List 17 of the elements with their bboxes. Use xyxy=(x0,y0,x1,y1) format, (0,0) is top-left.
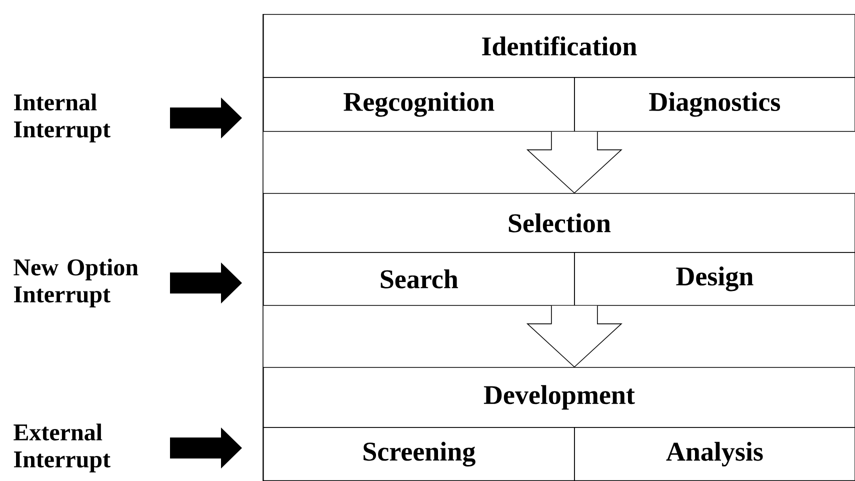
stage-header-box: Identification xyxy=(263,14,855,78)
hollow-arrow xyxy=(526,131,622,194)
stage-header-box: Development xyxy=(263,367,855,428)
interrupt-label: Internal Interrupt xyxy=(14,94,110,142)
hollow-arrow xyxy=(526,305,622,368)
block-arrow xyxy=(170,98,242,138)
block-arrow xyxy=(170,428,242,468)
activity-box: Diagnostics xyxy=(574,77,855,132)
interrupt-label: External Interrupt xyxy=(14,424,110,472)
activity-box: Analysis xyxy=(574,427,855,481)
block-arrow xyxy=(170,262,242,304)
stage-header-box: Selection xyxy=(263,193,855,253)
activity-box: Design xyxy=(574,252,855,306)
activity-box: Regcognition xyxy=(263,77,575,132)
interrupt-label: New Option Interrupt xyxy=(14,258,138,308)
activity-box: Search xyxy=(263,252,575,306)
activity-box: Screening xyxy=(263,427,575,481)
